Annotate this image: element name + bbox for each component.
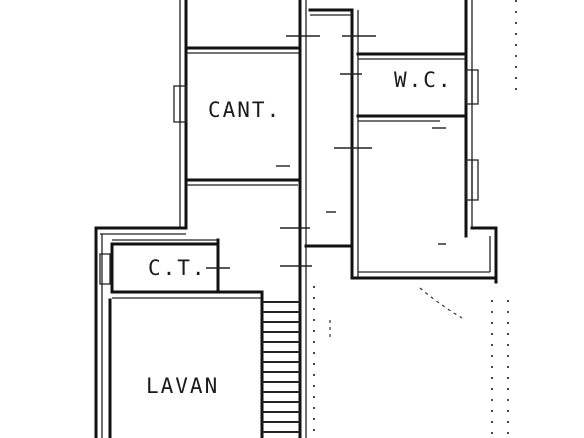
room-label-wc: W.C. [394, 68, 453, 92]
wc-walls [350, 0, 498, 284]
outdoor-markings [313, 0, 517, 438]
corridor-walls [276, 0, 376, 438]
cantina-walls [173, 0, 302, 230]
room-label-centrale-termica: C.T. [148, 256, 207, 280]
room-label-lavanderia: LAVAN [146, 374, 220, 398]
lower-left-walls [94, 226, 264, 438]
staircase [260, 290, 300, 438]
room-label-cantina: CANT. [208, 98, 282, 122]
